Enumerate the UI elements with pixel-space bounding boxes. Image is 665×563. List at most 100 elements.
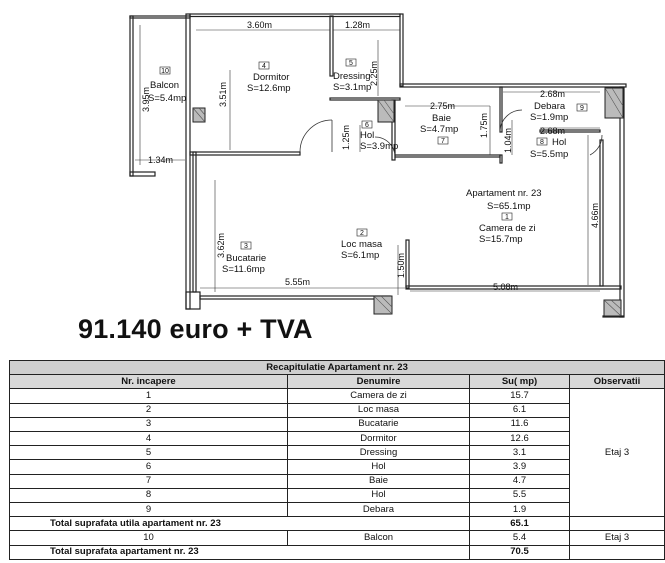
dim-466: 4.66m — [590, 203, 600, 228]
dim-128: 1.28m — [345, 20, 370, 30]
room-name-dressing: Dressing — [333, 71, 371, 82]
header-nr: Nr. incapere — [9, 374, 288, 390]
apartment-title: Apartament nr. 23 — [466, 188, 542, 199]
room-area-baie: S=4.7mp — [420, 124, 458, 135]
row-su: 11.6 — [469, 416, 570, 433]
row-name: Debara — [287, 502, 470, 518]
dim-175: 1.75m — [479, 113, 489, 138]
room-name-bucatarie: Bucatarie — [226, 253, 266, 264]
room-area-dormitor: S=12.6mp — [247, 83, 291, 94]
balcon-row: 10 Balcon 5.4 Etaj 3 — [9, 530, 665, 546]
dim-104: 1.04m — [503, 128, 513, 153]
total-util-obs — [568, 516, 665, 532]
room-area-dressing: S=3.1mp — [333, 82, 371, 93]
room-num-debara: 9 — [580, 105, 584, 112]
room-num-loc-masa: 2 — [360, 230, 364, 237]
row-name: Dressing — [287, 445, 470, 461]
summary-table: Recapitulatie Apartament nr. 23 Nr. inca… — [8, 359, 665, 561]
dim-268b: 2.68m — [540, 126, 565, 136]
row-name: Baie — [287, 473, 470, 489]
row-name: Hol — [287, 487, 470, 504]
header-denumire: Denumire — [287, 374, 470, 390]
dim-125: 1.25m — [341, 125, 351, 150]
dim-134: 1.34m — [148, 155, 173, 165]
room-area-bucatarie: S=11.6mp — [222, 264, 265, 275]
room-name-loc-masa: Loc masa — [341, 239, 383, 250]
dim-555: 5.55m — [285, 277, 310, 287]
dim-268a: 2.68m — [540, 89, 565, 99]
room-num-baie: 7 — [441, 138, 445, 145]
row-name: Hol — [287, 459, 470, 475]
total-obs — [568, 544, 665, 561]
room-area-hol6: S=3.9mp — [360, 141, 398, 152]
row-nr: 5 — [9, 445, 288, 461]
balcon-obs: Etaj 3 — [568, 530, 665, 546]
row-nr: 2 — [9, 402, 288, 418]
room-name-baie: Baie — [432, 113, 451, 124]
floor-plan: 3.60m 1.28m 2.25m 3.95m 3.51m 1.34m 2.75… — [129, 13, 627, 318]
row-nr: 8 — [9, 487, 288, 504]
room-area-balcon: S=5.4mp — [148, 93, 186, 104]
apartment-area: S=65.1mp — [487, 201, 531, 212]
row-name: Camera de zi — [287, 388, 470, 404]
header-observatii: Observatii — [568, 374, 665, 390]
room-name-debara: Debara — [534, 101, 566, 112]
dim-351: 3.51m — [218, 82, 228, 107]
row-su: 4.7 — [469, 473, 570, 489]
row-su: 5.5 — [469, 487, 570, 504]
observatii-etaj: Etaj 3 — [568, 388, 665, 518]
row-nr: 4 — [9, 431, 288, 447]
room-name-hol6: Hol — [360, 130, 374, 141]
row-su: 6.1 — [469, 402, 570, 418]
room-num-dressing: 5 — [349, 60, 353, 67]
room-num-bucatarie: 3 — [244, 243, 248, 250]
total-label: Total suprafata apartament nr. 23 — [9, 544, 470, 561]
dim-360: 3.60m — [247, 20, 272, 30]
dim-225: 2.25m — [369, 61, 379, 86]
room-area-camera-zi: S=15.7mp — [479, 234, 523, 245]
room-num-hol6: 6 — [365, 122, 369, 129]
balcon-nr: 10 — [9, 530, 288, 546]
row-name: Dormitor — [287, 431, 470, 447]
total-util-label: Total suprafata utila apartament nr. 23 — [9, 516, 470, 532]
dim-275: 2.75m — [430, 101, 455, 111]
row-name: Loc masa — [287, 402, 470, 418]
door-swings — [299, 109, 603, 158]
room-area-debara: S=1.9mp — [530, 112, 568, 123]
row-su: 3.9 — [469, 459, 570, 475]
room-num-balcon: 10 — [161, 68, 169, 75]
total-value: 70.5 — [469, 544, 570, 561]
room-num-dormitor: 4 — [262, 63, 266, 70]
dim-395: 3.95m — [141, 87, 151, 112]
header-su: Su( mp) — [469, 374, 570, 390]
row-su: 12.6 — [469, 431, 570, 447]
dim-150: 1.50m — [396, 253, 406, 278]
row-nr: 7 — [9, 473, 288, 489]
row-nr: 9 — [9, 502, 288, 518]
room-name-hol8: Hol — [552, 137, 566, 148]
total-util-value: 65.1 — [469, 516, 570, 532]
room-area-hol8: S=5.5mp — [530, 149, 568, 160]
room-name-balcon: Balcon — [150, 80, 179, 91]
total-util-row: Total suprafata utila apartament nr. 23 … — [9, 516, 665, 532]
room-name-dormitor: Dormitor — [253, 72, 289, 83]
row-nr: 3 — [9, 416, 288, 433]
row-nr: 6 — [9, 459, 288, 475]
total-row: Total suprafata apartament nr. 23 70.5 — [9, 544, 665, 561]
room-area-loc-masa: S=6.1mp — [341, 250, 379, 261]
balcon-name: Balcon — [287, 530, 470, 546]
row-su: 3.1 — [469, 445, 570, 461]
room-num-camera-zi: 1 — [505, 214, 509, 221]
room-name-camera-zi: Camera de zi — [479, 223, 536, 234]
dim-362: 3.62m — [216, 233, 226, 258]
price-label: 91.140 euro + TVA — [78, 314, 313, 344]
